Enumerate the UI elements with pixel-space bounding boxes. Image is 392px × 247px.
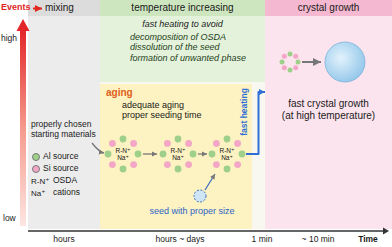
precursor-cluster [160, 136, 197, 173]
seed-arrow [205, 174, 215, 190]
legend-swatch [32, 153, 40, 161]
condition-heading: fast heating to avoid [142, 19, 223, 29]
ion-symbol: Na⁺ [172, 154, 184, 161]
stage-band: crystal growth fast crystal growth (at hi… [265, 0, 392, 229]
aging-arrow [143, 153, 157, 154]
events-arrow [33, 8, 42, 10]
legend-text: Al source [43, 152, 78, 162]
stage-heading: crystal growth [298, 2, 360, 14]
mixing-arrow [92, 143, 104, 153]
events-label: Events [1, 2, 31, 12]
ion-symbol: R-N⁺ [171, 147, 186, 154]
precursor-cluster [105, 136, 142, 173]
ion-symbol: R-N⁺ [220, 147, 235, 154]
condition-box: fast heating to avoid decomposition of OS… [100, 16, 265, 82]
legend-text: OSDA [53, 176, 77, 186]
time-label: hours ~ days [156, 235, 205, 245]
time-arrowhead [383, 228, 389, 235]
time-label: hours [53, 235, 74, 245]
time-axis [28, 230, 384, 232]
aging-heading: aging [106, 87, 133, 99]
scale-label: high [1, 34, 17, 44]
growth-note: fast crystal growth (at high temperature… [281, 98, 375, 121]
time-label: ~ 10 min [302, 235, 335, 245]
seed-crystal [194, 190, 206, 202]
ion-symbol: R-N⁺ [31, 177, 49, 186]
stage-heading: mixing [45, 2, 74, 14]
time-label: 1 min [252, 235, 273, 245]
ion-symbol: Na⁺ [31, 189, 45, 198]
growth-cluster [280, 52, 301, 73]
aging-note: adequate aging proper seeding time [122, 100, 208, 121]
growth-arrow [302, 61, 321, 63]
stage-heading: temperature increasing [131, 2, 233, 14]
stage-note: properly chosen starting materials [31, 120, 99, 140]
aging-arrow [198, 153, 207, 154]
ion-symbol: Na⁺ [221, 154, 233, 161]
legend-text: cations [53, 188, 80, 198]
condition-list: decomposition of OSDA dissolution of the… [130, 32, 252, 63]
precursor-cluster [209, 136, 246, 173]
heating-arrow [252, 92, 265, 154]
zeolite-crystal [325, 42, 365, 82]
intensity-arrowhead [17, 19, 30, 31]
heating-stub [246, 153, 252, 155]
seed-label: seed with proper size [149, 206, 234, 216]
ion-symbol: Na⁺ [117, 154, 129, 161]
legend-text: Si source [43, 164, 78, 174]
ion-symbol: R-N⁺ [116, 147, 131, 154]
scale-label: low [3, 214, 16, 224]
edge-label: fast heating [240, 87, 250, 137]
intensity-bar [20, 30, 26, 226]
axis-title: Time [358, 235, 378, 245]
legend-swatch [32, 165, 40, 173]
